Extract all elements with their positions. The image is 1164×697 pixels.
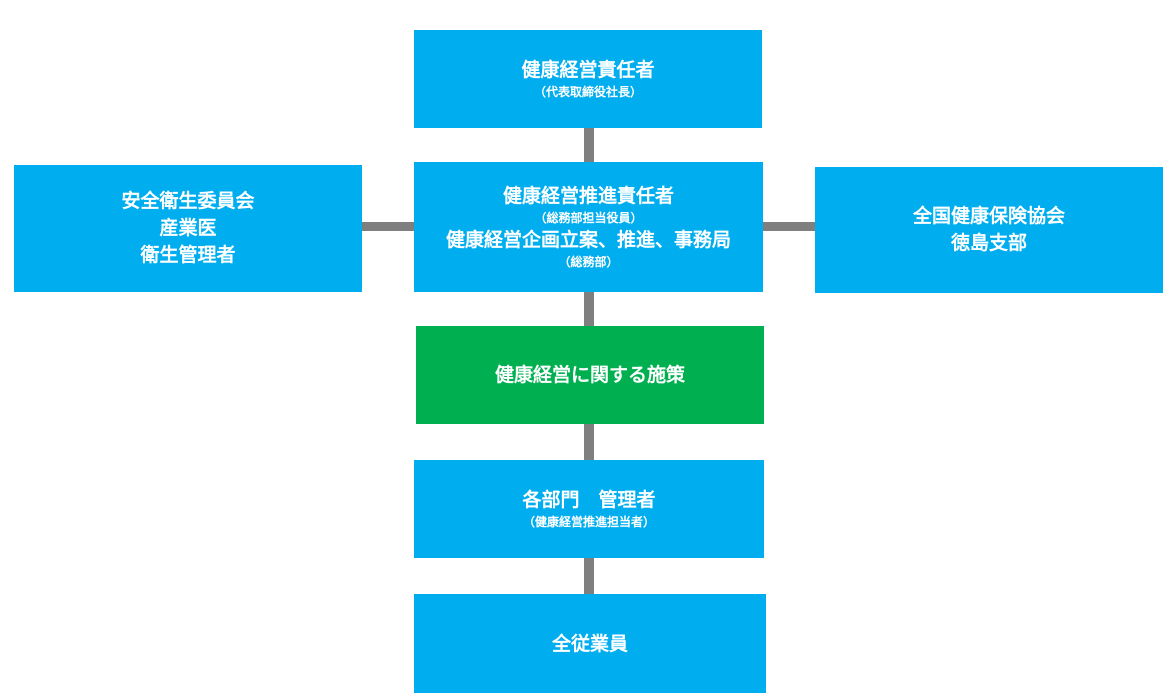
node-title: 全従業員 <box>551 632 628 655</box>
node-subtitle: （健康経営推進担当者） <box>522 515 655 529</box>
node-line: 全国健康保険協会 <box>912 205 1065 227</box>
node-line: 安全衛生委員会 <box>121 190 255 212</box>
node-all-employees: 全従業員 <box>414 594 766 693</box>
node-department-managers: 各部門 管理者 （健康経営推進担当者） <box>414 460 764 558</box>
node-title: 健康経営責任者 <box>521 59 655 81</box>
node-title-secondary: 健康経営企画立案、推進、事務局 <box>445 229 731 251</box>
node-health-management-officer: 健康経営責任者 （代表取締役社長） <box>414 30 762 128</box>
connector-top-center <box>584 128 594 162</box>
node-line: 徳島支部 <box>950 232 1027 254</box>
connector-departments-employees <box>584 558 594 594</box>
node-subtitle: （総務部担当役員） <box>534 211 643 225</box>
node-safety-health-committee: 安全衛生委員会 産業医 衛生管理者 <box>14 165 362 292</box>
node-subtitle: （代表取締役社長） <box>533 85 642 99</box>
node-line: 産業医 <box>159 217 217 239</box>
node-subtitle-secondary: （総務部） <box>558 255 619 269</box>
node-line: 衛生管理者 <box>140 244 236 266</box>
node-title: 健康経営推進責任者 <box>502 185 674 207</box>
node-health-insurance-association: 全国健康保険協会 徳島支部 <box>815 167 1163 293</box>
node-health-policies: 健康経営に関する施策 <box>416 326 764 424</box>
connector-left-center <box>362 222 415 231</box>
node-promotion-officer: 健康経営推進責任者 （総務部担当役員） 健康経営企画立案、推進、事務局 （総務部… <box>414 162 763 292</box>
connector-center-right <box>763 222 815 231</box>
node-title: 健康経営に関する施策 <box>494 364 685 386</box>
node-title: 各部門 管理者 <box>522 489 656 511</box>
connector-center-policy <box>584 292 594 326</box>
connector-policy-departments <box>584 424 594 460</box>
